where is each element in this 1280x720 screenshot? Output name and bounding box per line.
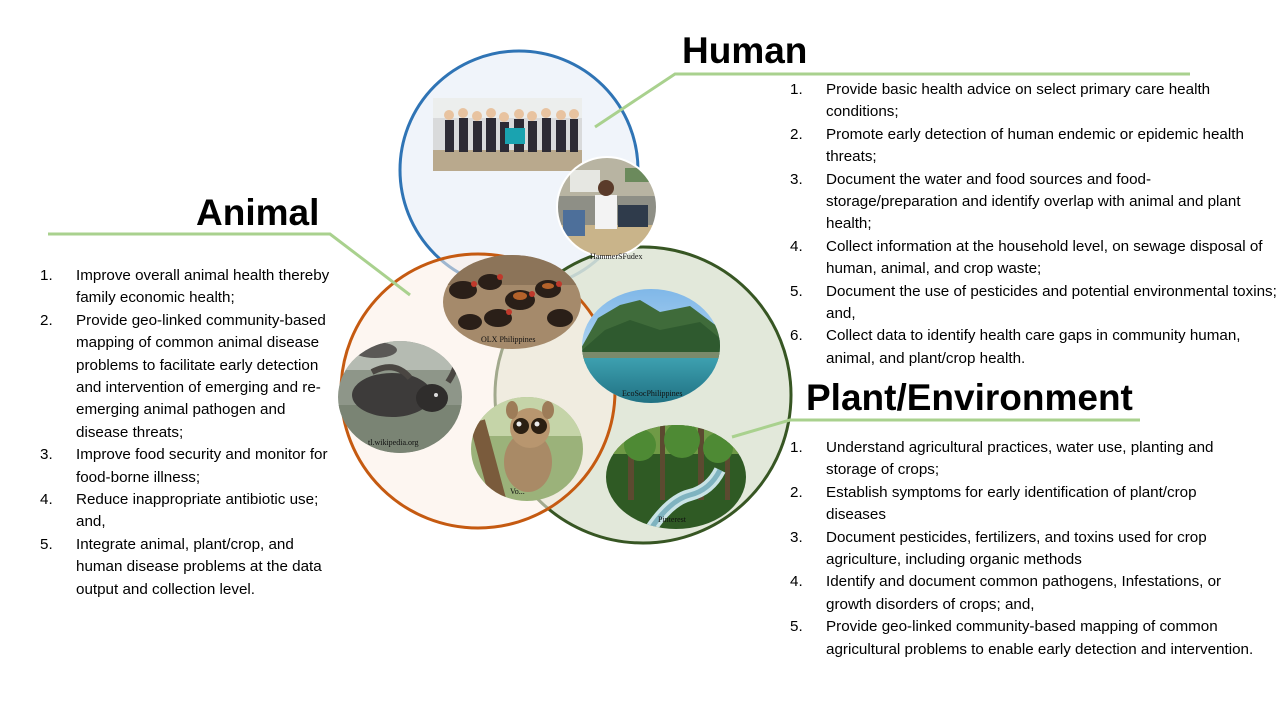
office-caption: HammerSFudex: [590, 252, 642, 261]
list-item: 5.Integrate animal, plant/crop, and huma…: [40, 535, 322, 598]
list-item: 3.Document the water and food sources an…: [790, 170, 1241, 233]
chickens-caption: OLX Philippines: [481, 335, 535, 344]
list-item: 5.Document the use of pesticides and pot…: [790, 282, 1277, 323]
tarsier-caption: Vo...: [510, 487, 525, 496]
plant-connector: [731, 418, 1140, 439]
forest-caption: Pinterest: [658, 515, 687, 524]
list-item: 1.Improve overall animal health thereby …: [40, 267, 330, 307]
list-item: 3.Improve food security and monitor for …: [40, 446, 328, 486]
list-item: 6.Collect data to identify health care g…: [790, 327, 1241, 367]
human-heading: Human: [682, 30, 808, 71]
group-photo: [433, 98, 582, 171]
animal-connector: [48, 232, 411, 297]
plant-environment-list: 1.Understand agricultural practices, wat…: [790, 437, 1260, 661]
list-item: 2.Promote early detection of human endem…: [790, 125, 1244, 166]
animal-list: 1.Improve overall animal health thereby …: [40, 265, 340, 601]
list-item: 4.Identify and document common pathogens…: [790, 573, 1222, 613]
list-item: 2.Provide geo-linked community-based map…: [40, 311, 326, 441]
carabao-photo: [338, 341, 462, 453]
chickens-photo: [443, 255, 581, 349]
list-item: 4.Reduce inappropriate antibiotic use; a…: [40, 491, 319, 531]
animal-heading: Animal: [196, 192, 320, 233]
list-item: 1.Provide basic health advice on select …: [790, 81, 1211, 121]
list-item: 5.Provide geo-linked community-based map…: [790, 618, 1254, 658]
plant-environment-heading: Plant/Environment: [806, 377, 1133, 418]
list-item: 1.Understand agricultural practices, wat…: [790, 439, 1214, 479]
human-list: 1.Provide basic health advice on select …: [790, 79, 1278, 370]
list-item: 4.Collect information at the household l…: [790, 237, 1263, 278]
lake-caption: EcoSocPhilippines: [622, 389, 682, 398]
connector-lines: [48, 72, 1190, 439]
carabao-caption: tl.wikipedia.org: [368, 438, 419, 447]
office-photo: [557, 157, 657, 257]
list-item: 2.Establish symptoms for early identific…: [790, 483, 1197, 524]
list-item: 3.Document pesticides, fertilizers, and …: [790, 528, 1207, 569]
tarsier-photo: [471, 397, 583, 501]
human-connector: [594, 72, 1190, 129]
